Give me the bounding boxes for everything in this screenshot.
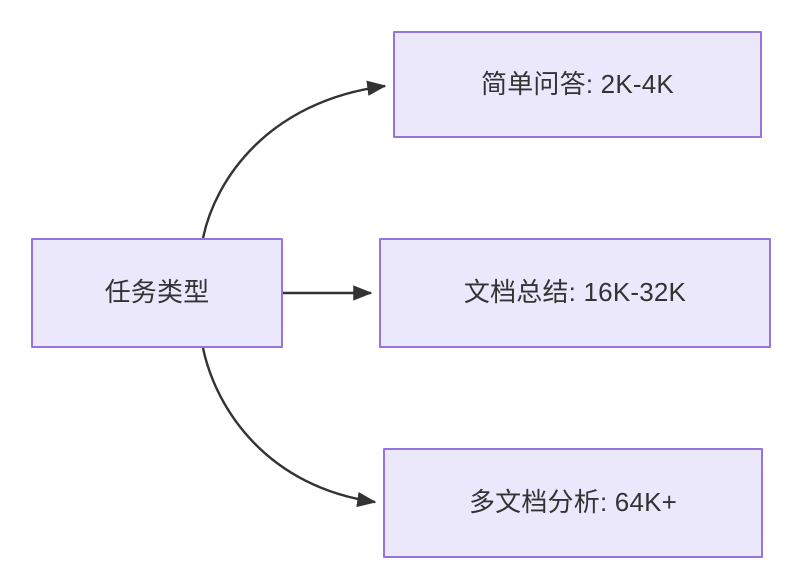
node-multi-doc[interactable]: 多文档分析: 64K+ [383, 448, 763, 558]
node-multi-doc-label: 多文档分析: 64K+ [468, 487, 678, 518]
node-task-type-label: 任务类型 [104, 277, 210, 308]
node-task-type[interactable]: 任务类型 [31, 238, 283, 348]
node-doc-summary[interactable]: 文档总结: 16K-32K [379, 238, 771, 348]
node-doc-summary-label: 文档总结: 16K-32K [463, 277, 687, 308]
edge-source-multi-doc [201, 347, 377, 508]
edge-source-simple-qa [201, 80, 387, 239]
node-simple-qa-label: 简单问答: 2K-4K [481, 68, 674, 99]
node-simple-qa[interactable]: 简单问答: 2K-4K [393, 31, 762, 138]
